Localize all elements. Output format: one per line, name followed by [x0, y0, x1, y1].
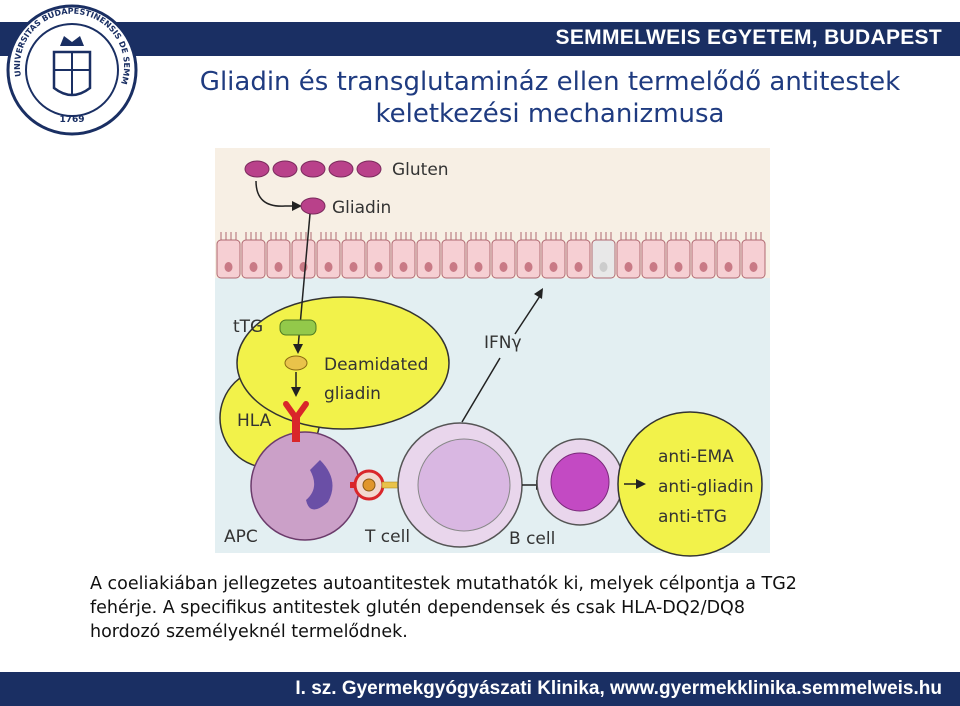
epithelial-cell — [242, 240, 265, 278]
label-apc: APC — [224, 527, 258, 547]
epithelial-cell — [342, 240, 365, 278]
epithelial-nucleus — [425, 262, 433, 272]
epithelial-cell — [642, 240, 665, 278]
epithelial-nucleus — [225, 262, 233, 272]
epithelial-nucleus — [725, 262, 733, 272]
epithelial-nucleus — [700, 262, 708, 272]
label-ifn: IFNγ — [484, 333, 522, 353]
label-anti-gliadin: anti-gliadin — [658, 477, 754, 497]
seal-year: 1769 — [59, 115, 84, 125]
label-anti-ttg: anti-tTG — [658, 507, 727, 527]
label-b-cell: B cell — [509, 529, 555, 549]
epithelial-cell — [217, 240, 240, 278]
epithelial-nucleus — [525, 262, 533, 272]
epithelial-nucleus — [275, 262, 283, 272]
epithelial-cell — [392, 240, 415, 278]
label-gliadin: Gliadin — [332, 198, 391, 218]
label-deamidated-2: gliadin — [324, 384, 381, 404]
epithelial-nucleus — [625, 262, 633, 272]
label-t-cell: T cell — [364, 527, 410, 547]
epithelial-cell — [467, 240, 490, 278]
gliadin-molecule — [301, 198, 325, 214]
t-cell-nucleus — [418, 439, 510, 531]
epithelial-nucleus — [750, 262, 758, 272]
label-anti-ema: anti-EMA — [658, 447, 734, 467]
epithelial-nucleus — [550, 262, 558, 272]
epithelial-cell — [692, 240, 715, 278]
epithelial-nucleus — [350, 262, 358, 272]
caption: A coeliakiában jellegzetes autoantiteste… — [90, 572, 890, 644]
ttg-enzyme — [280, 320, 316, 335]
caption-line-2: fehérje. A specifikus antitestek glutén … — [90, 596, 890, 620]
gluten-chain — [245, 161, 381, 177]
epithelial-cell — [742, 240, 765, 278]
epithelial-cell — [567, 240, 590, 278]
epithelial-nucleus — [650, 262, 658, 272]
epithelial-cell — [292, 240, 315, 278]
apc-cell — [251, 432, 359, 540]
epithelial-nucleus — [500, 262, 508, 272]
label-hla: HLA — [237, 411, 272, 431]
epithelial-cell — [717, 240, 740, 278]
epithelial-cell — [417, 240, 440, 278]
epithelial-nucleus — [675, 262, 683, 272]
label-ttg: tTG — [233, 317, 263, 337]
epithelial-nucleus — [400, 262, 408, 272]
label-gluten: Gluten — [392, 160, 449, 180]
deamidated-gliadin-molecule — [285, 356, 307, 370]
epithelial-cell — [667, 240, 690, 278]
epithelial-cell — [492, 240, 515, 278]
epithelial-nucleus — [375, 262, 383, 272]
title-line-2: keletkezési mechanizmusa — [150, 98, 950, 130]
caption-line-3: hordozó személyeknél termelődnek. — [90, 620, 890, 644]
footer-bar: I. sz. Gyermekgyógyászati Klinika, www.g… — [0, 672, 960, 706]
header-bar: SEMMELWEIS EGYETEM, BUDAPEST — [0, 22, 960, 56]
epithelial-nucleus — [600, 262, 608, 272]
epithelial-cell — [517, 240, 540, 278]
epithelial-cell — [542, 240, 565, 278]
epithelial-nucleus — [450, 262, 458, 272]
epithelial-cell — [442, 240, 465, 278]
epithelial-cell — [317, 240, 340, 278]
epithelial-cell — [617, 240, 640, 278]
epithelial-cell — [367, 240, 390, 278]
epithelial-nucleus — [475, 262, 483, 272]
university-seal-logo: UNIVERSITAS BUDAPESTINENSIS DE SEMMELWEI… — [4, 2, 140, 138]
title-line-1: Gliadin és transglutamináz ellen termelő… — [150, 66, 950, 98]
epithelial-nucleus — [325, 262, 333, 272]
institution-name: SEMMELWEIS EGYETEM, BUDAPEST — [556, 26, 942, 50]
epithelial-nucleus — [250, 262, 258, 272]
label-deamidated-1: Deamidated — [324, 355, 428, 375]
footer-text: I. sz. Gyermekgyógyászati Klinika, www.g… — [295, 678, 942, 700]
epithelial-nucleus — [575, 262, 583, 272]
epithelial-cell — [267, 240, 290, 278]
caption-line-1: A coeliakiában jellegzetes autoantiteste… — [90, 572, 890, 596]
slide-title: Gliadin és transglutamináz ellen termelő… — [150, 66, 950, 130]
mechanism-diagram: Gluten Gliadin tTG Deamidated gliadin HL… — [160, 148, 780, 558]
epithelial-cell — [592, 240, 615, 278]
b-cell-nucleus — [551, 453, 609, 511]
